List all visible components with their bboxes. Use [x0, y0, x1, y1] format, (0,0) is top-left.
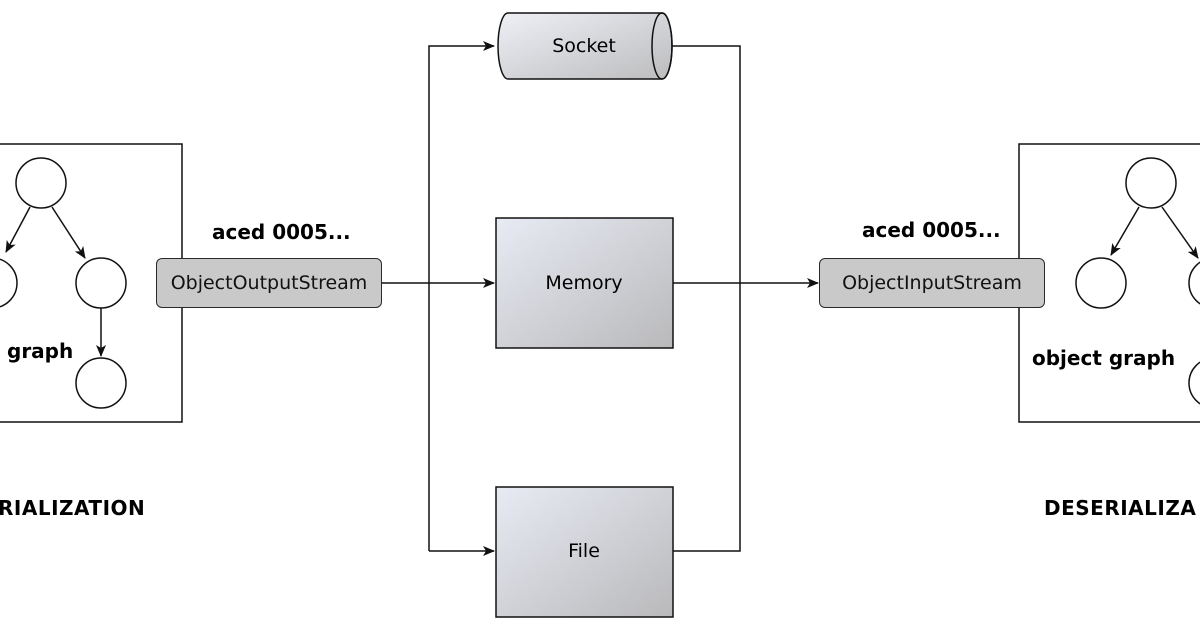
right-graph-node-right [1188, 261, 1200, 305]
memory-node [495, 217, 674, 349]
left-graph-node-root [15, 157, 67, 209]
line-socket-file-merge [670, 45, 741, 552]
left-graph-node-bottom [75, 357, 127, 409]
left-edge-root-left [5, 206, 31, 253]
right-object-graph [1018, 143, 1200, 423]
object-output-stream-box: ObjectOutputStream [156, 258, 382, 308]
serialized-bytes-label: aced 0005... [212, 220, 351, 244]
left-graph-node-right [75, 257, 127, 309]
right-graph-node-left [1075, 257, 1127, 309]
object-input-stream-label: ObjectInputStream [842, 272, 1022, 294]
file-node [495, 486, 674, 618]
right-graph-node-bottom [1188, 361, 1200, 405]
object-input-stream-box: ObjectInputStream [819, 258, 1045, 308]
right-graph-node-root [1125, 157, 1177, 209]
socket-label: Socket [552, 35, 616, 57]
socket-node [497, 12, 673, 80]
right-edge-root-right [1161, 206, 1199, 259]
object-output-stream-label: ObjectOutputStream [170, 272, 368, 294]
memory-label: Memory [545, 272, 623, 294]
connectors [382, 41, 819, 556]
deserialized-bytes-label: aced 0005... [862, 218, 1001, 242]
right-edge-root-left [1110, 206, 1140, 256]
socket-end-cap [651, 12, 673, 80]
left-graph-node-left [0, 258, 18, 308]
file-label: File [568, 540, 600, 562]
right-graph-label: object graph [1032, 346, 1176, 370]
arrow-output-to-socket [428, 41, 495, 551]
left-object-graph [0, 143, 183, 423]
serialization-section-label: RIALIZATION [0, 496, 146, 520]
deserialization-section-label: DESERIALIZA [1044, 496, 1197, 520]
left-edge-root-right [51, 206, 86, 259]
left-graph-label: graph [7, 339, 74, 363]
